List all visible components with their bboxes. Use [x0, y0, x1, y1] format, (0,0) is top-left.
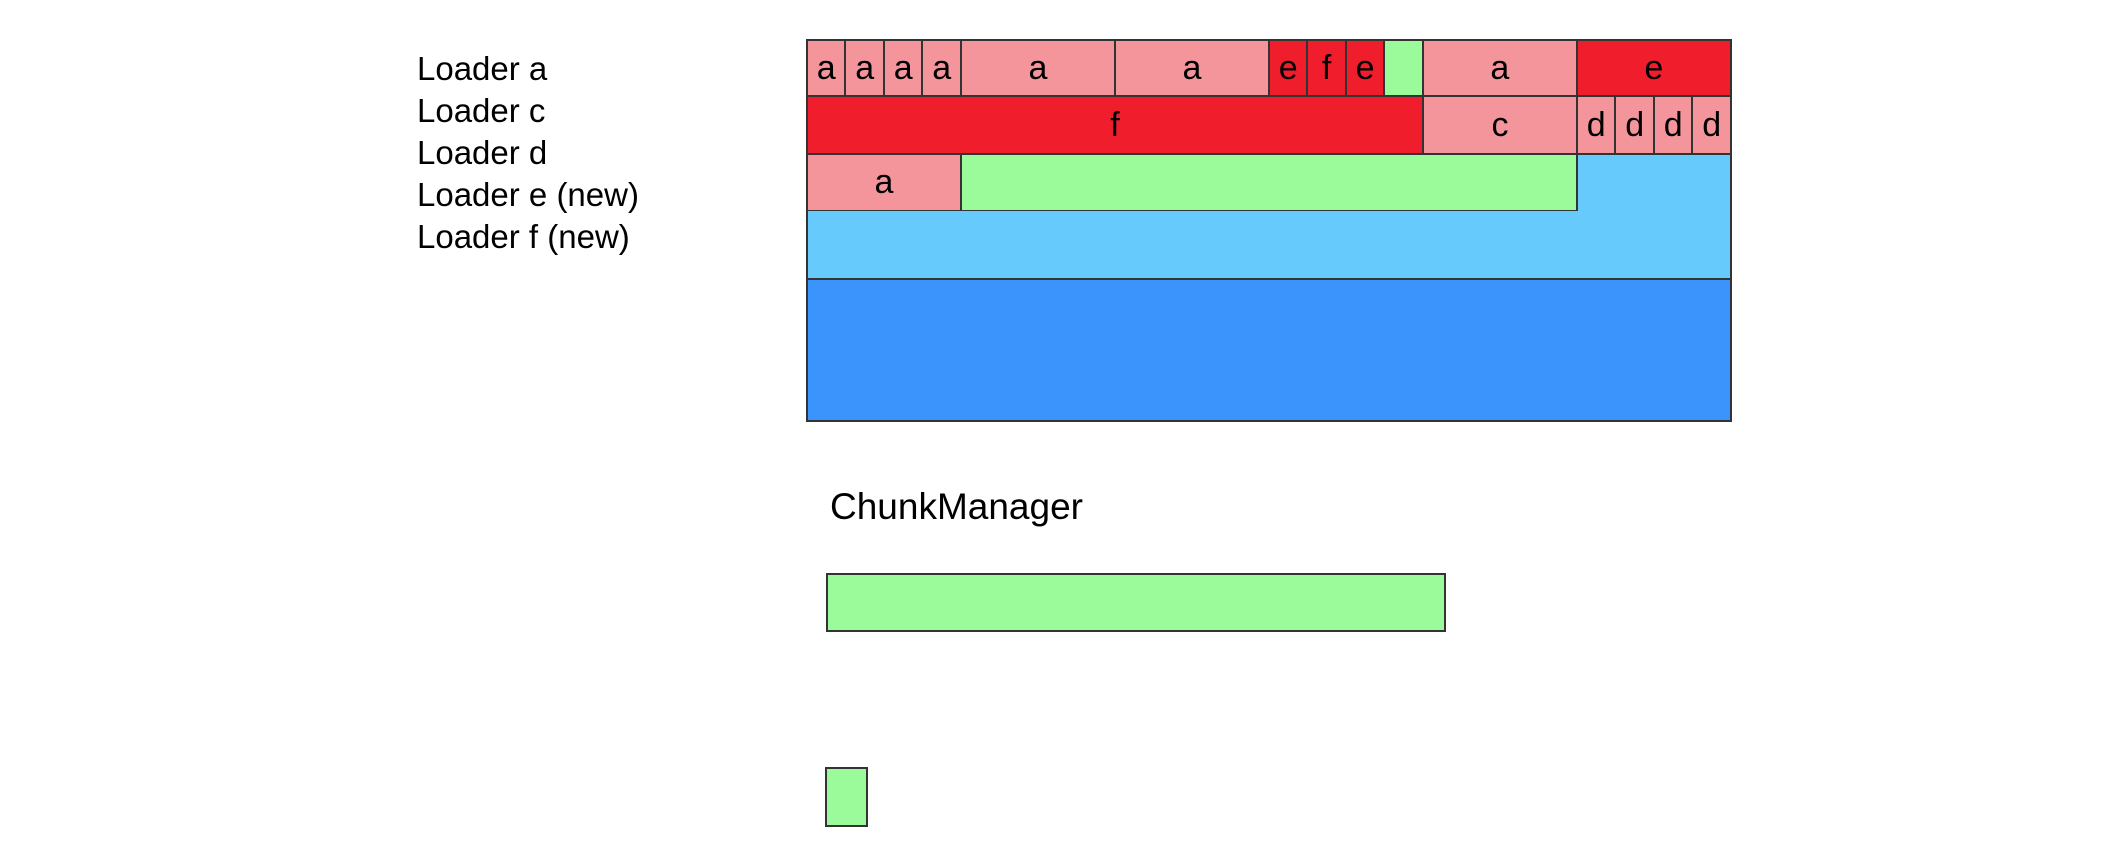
loader-label-a: Loader a — [417, 50, 548, 87]
chunk-manager-title: ChunkManager — [830, 486, 1083, 527]
chunk-segment-e: e — [1268, 40, 1308, 96]
loader-label-d: Loader d — [417, 134, 548, 171]
chunk-segment-d: d — [1615, 96, 1654, 154]
chunk-segment-f: f — [1307, 40, 1346, 96]
chunk-segment-e: e — [1345, 40, 1385, 96]
chunk-segment-a: a — [922, 40, 961, 96]
chunk-segment-e: e — [1576, 40, 1731, 96]
memory-row-blue — [807, 279, 1731, 421]
chunk-segment-a: a — [1114, 40, 1269, 96]
chunk-segment-d: d — [1653, 96, 1693, 154]
chunk-segment — [1384, 40, 1423, 96]
chunk-segment-f: f — [807, 96, 1423, 154]
chunk-segment — [1576, 154, 1731, 211]
loader-label-f-new: Loader f (new) — [417, 218, 630, 255]
chunk-segment-d: d — [1692, 96, 1731, 154]
chunk-segment-a: a — [1422, 40, 1577, 96]
chunk-segment-a: a — [807, 154, 961, 211]
chunk-segment — [960, 154, 1577, 211]
chunk-segment-a: a — [845, 40, 884, 96]
free-chunk-cell — [825, 767, 868, 827]
chunk-segment-c: c — [1422, 96, 1577, 154]
chunk-segment-a: a — [960, 40, 1115, 96]
chunk-segment — [807, 211, 1731, 279]
loader-label-e-new: Loader e (new) — [417, 176, 639, 213]
free-chunks-bar — [826, 573, 1446, 632]
memory-row-loaded-d: a — [807, 154, 1731, 211]
memory-row-light-blue — [807, 211, 1731, 279]
loader-label-c: Loader c — [417, 92, 546, 129]
loader-label-list: Loader a Loader c Loader d Loader e (new… — [417, 48, 639, 258]
chunk-segment — [807, 279, 1731, 421]
chunk-segment-d: d — [1576, 96, 1616, 154]
chunk-segment-a: a — [883, 40, 923, 96]
chunk-segment-a: a — [807, 40, 846, 96]
